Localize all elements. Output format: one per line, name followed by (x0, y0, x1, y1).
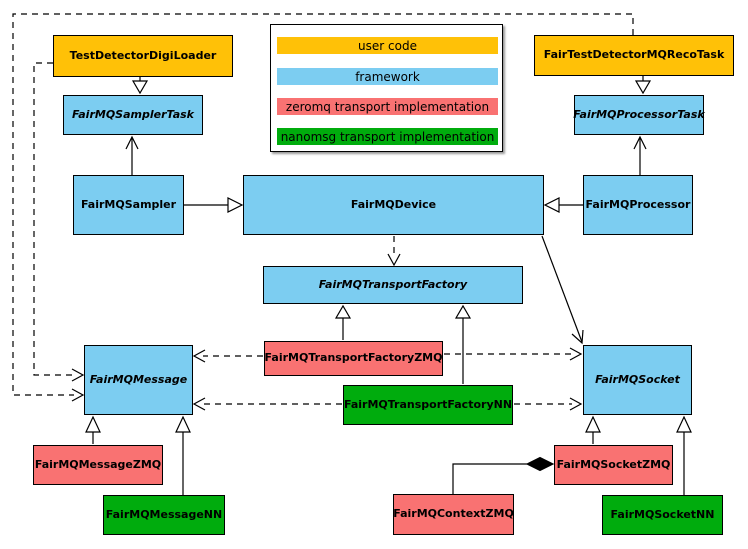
edge-dependency-tfzmq-message (192, 349, 263, 363)
node-label: FairMQSocketNN (610, 507, 715, 521)
node-fairmq-processor-task: FairMQProcessorTask (573, 95, 705, 135)
node-label: FairMQContextZMQ (393, 507, 514, 521)
legend-item-nanomsg: nanomsg transport implementation (277, 128, 498, 145)
node-fair-test-detector-mq-reco-task: FairTestDetectorMQRecoTask (534, 35, 734, 76)
node-fairmq-socket-zmq: FairMQSocketZMQ (554, 445, 673, 485)
edge-inheritance-recotask-processortask (634, 76, 652, 95)
node-label: FairMQSocketZMQ (556, 457, 671, 471)
edge-inheritance-sampler-device (184, 197, 244, 213)
edge-inheritance-processor-device (543, 197, 583, 213)
edge-association-sampler-samplertask (125, 135, 139, 175)
node-label: FairMQMessageZMQ (34, 457, 162, 471)
node-fairmq-transport-factory-nn: FairMQTransportFactoryNN (343, 385, 513, 425)
edge-dependency-tfnn-socket (514, 397, 583, 411)
legend-item-framework: framework (277, 68, 498, 85)
node-fairmq-message-zmq: FairMQMessageZMQ (33, 445, 163, 485)
legend-item-zeromq: zeromq transport implementation (277, 98, 498, 115)
node-fairmq-message: FairMQMessage (84, 345, 193, 415)
edge-inheritance-messagenn-message (175, 415, 191, 495)
node-fairmq-device: FairMQDevice (243, 175, 544, 235)
node-fairmq-socket: FairMQSocket (583, 345, 692, 415)
edge-inheritance-digiloader-samplertask (131, 77, 149, 95)
edge-dependency-tfnn-message (192, 397, 342, 411)
edge-inheritance-tfzmq-transportfactory (334, 304, 352, 340)
edge-inheritance-socketnn-socket (676, 415, 692, 495)
node-label: FairMQSamplerTask (72, 107, 194, 121)
node-label: FairTestDetectorMQRecoTask (543, 48, 725, 62)
node-fairmq-transport-factory-zmq: FairMQTransportFactoryZMQ (264, 341, 443, 376)
node-label: FairMQMessage (89, 372, 188, 386)
edge-composition-contextzmq-socketzmq (452, 456, 555, 494)
node-label: FairMQProcessor (585, 197, 691, 211)
node-label: FairMQTransportFactoryZMQ (264, 351, 443, 365)
edge-inheritance-messagezmq-message (85, 415, 101, 444)
node-test-detector-digi-loader: TestDetectorDigiLoader (53, 35, 233, 77)
node-fairmq-transport-factory: FairMQTransportFactory (263, 266, 523, 304)
node-fairmq-sampler-task: FairMQSamplerTask (63, 95, 203, 135)
node-label: FairMQSampler (80, 197, 177, 211)
node-label: FairMQProcessorTask (573, 107, 705, 121)
node-label: FairMQDevice (350, 197, 437, 211)
node-fairmq-processor: FairMQProcessor (583, 175, 693, 235)
node-fairmq-message-nn: FairMQMessageNN (103, 495, 225, 535)
node-fairmq-socket-nn: FairMQSocketNN (602, 495, 723, 535)
edge-dependency-device-transportfactory (387, 236, 401, 267)
legend-box: user code framework zeromq transport imp… (270, 24, 503, 152)
node-label: FairMQSocket (595, 372, 680, 386)
legend-item-user-code: user code (277, 37, 498, 54)
node-label: FairMQMessageNN (105, 507, 223, 521)
edge-inheritance-socketzmq-socket (585, 415, 601, 444)
edge-inheritance-tfnn-transportfactory (454, 304, 472, 384)
edge-association-device-socket (541, 235, 584, 345)
node-fairmq-sampler: FairMQSampler (73, 175, 184, 235)
node-label: TestDetectorDigiLoader (69, 48, 217, 62)
node-fairmq-context-zmq: FairMQContextZMQ (393, 494, 514, 535)
edge-dependency-tfzmq-socket (444, 347, 583, 361)
node-label: FairMQTransportFactoryNN (343, 397, 513, 411)
edge-association-processor-processortask (633, 135, 647, 175)
node-label: FairMQTransportFactory (318, 277, 468, 291)
